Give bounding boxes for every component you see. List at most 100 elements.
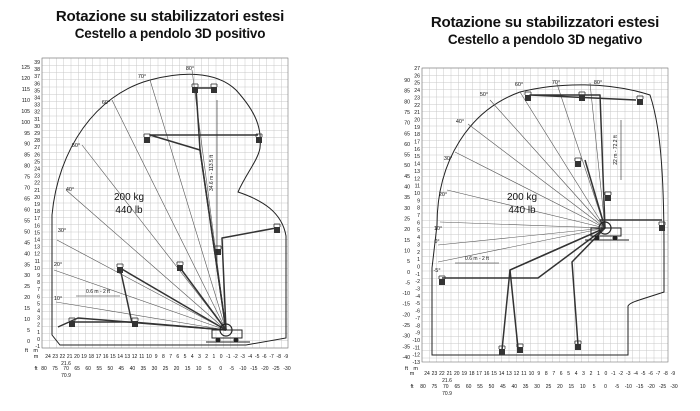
left-y-m-tick-label: 31 <box>34 117 40 123</box>
right-y-m-tick-label: 27 <box>414 66 420 72</box>
left-y-ft-tick-label: 90 <box>24 142 30 148</box>
right-angle-ray <box>437 227 606 246</box>
left-x-m-tick-label: 0 <box>220 354 223 360</box>
left-x-ft-tick-label: 25 <box>163 366 169 372</box>
left-x-ft-tick-label: 65 <box>74 366 80 372</box>
right-x-m-tick-label: 24 <box>424 371 430 377</box>
left-x-ft-tick-label: -10 <box>239 366 246 372</box>
right-x-ft-tick-label: 40 <box>511 384 517 390</box>
right-basket-icon <box>636 95 644 105</box>
left-y-m-tick-label: 39 <box>34 60 40 66</box>
left-x-m-tick-label: 14 <box>117 354 123 360</box>
right-basket-icon <box>438 275 446 285</box>
right-x-m-tick-label: 20 <box>454 371 460 377</box>
left-x-ft-tick-label: 60 <box>85 366 91 372</box>
left-x-ft-unit: ft <box>34 366 38 372</box>
right-boom-arm <box>599 219 662 229</box>
right-x-m-tick-label: 12 <box>514 371 520 377</box>
left-wheel <box>233 337 239 343</box>
right-angle-label: 30° <box>444 156 452 162</box>
left-y-ft-tick-label: 50 <box>24 229 30 235</box>
right-y-m-tick-label: 26 <box>414 73 420 79</box>
right-y-m-tick-label: 18 <box>414 132 420 138</box>
left-basket-body <box>215 249 221 255</box>
right-y-m-tick-label: -11 <box>413 345 420 351</box>
left-angle-label: 30° <box>58 228 66 234</box>
right-x-ft-tick-label: 25 <box>546 384 552 390</box>
right-x-m-tick-label: 13 <box>506 371 512 377</box>
left-x-m-tick-label: 17 <box>96 354 102 360</box>
right-x-m-tick-label: 11 <box>521 371 526 377</box>
left-y-m-tick-label: 7 <box>37 287 40 293</box>
left-x-ft-tick-label: 0 <box>219 366 222 372</box>
left-y-m-tick-label: 17 <box>34 216 40 222</box>
left-y-m-tick-label: 33 <box>34 103 40 109</box>
left-y-ft-tick-label: 125 <box>21 65 30 71</box>
right-y-m-tick-label: 15 <box>414 154 420 160</box>
left-y-m-tick-label: 24 <box>34 167 40 173</box>
right-x-m-tick-label: -7 <box>656 371 661 377</box>
left-basket-body <box>144 137 150 143</box>
right-boom-arm <box>571 227 606 346</box>
right-basket-icon <box>658 221 666 231</box>
right-x-ft-tick-label: 0 <box>604 384 607 390</box>
right-y-ft-tick-label: -30 <box>403 334 411 340</box>
right-x-ft-tick-label: -10 <box>625 384 632 390</box>
left-y-ft-tick-label: 5 <box>27 328 30 334</box>
right-x-ft-tick-label: 75 <box>432 384 438 390</box>
right-x-ft-tick-label: -5 <box>615 384 620 390</box>
right-y-m-tick-label: -2 <box>415 279 420 285</box>
right-y-m-tick-label: 9 <box>417 198 420 204</box>
right-vehicle-icon <box>585 221 629 241</box>
left-x-m-tick-label: 23 <box>52 354 58 360</box>
right-y-m-tick-label: -3 <box>415 287 420 293</box>
right-boom-arm <box>442 227 606 279</box>
left-y-m-tick-label: 15 <box>34 230 40 236</box>
right-y-ft-unit: ft <box>405 366 409 372</box>
right-angle-label: 50° <box>480 92 488 98</box>
left-basket-icon <box>143 133 151 143</box>
right-x-ft-tick-label: 10 <box>580 384 586 390</box>
right-y-m-tick-label: 2 <box>417 250 420 256</box>
right-x-ft-tick-label: 5 <box>593 384 596 390</box>
right-y-m-tick-label: -12 <box>413 353 421 359</box>
right-boom-arm <box>501 227 606 351</box>
right-y-m-tick-label: 1 <box>417 257 420 263</box>
right-x-m-tick-label: -3 <box>626 371 631 377</box>
right-y-m-tick-label: 10 <box>414 191 420 197</box>
left-y-ft-tick-label: 55 <box>24 218 30 224</box>
right-chart-subtitle: Cestello a pendolo 3D negativo <box>447 32 643 47</box>
left-x-ft-tick-label: 5 <box>208 366 211 372</box>
right-x-m-tick-label: 8 <box>545 371 548 377</box>
right-y-m-tick-label: 14 <box>414 162 420 168</box>
left-y-ft-tick-label: 95 <box>24 131 30 137</box>
left-x-m-tick-label: 22 <box>60 354 66 360</box>
left-x-ft-tick-label: 70 <box>63 366 69 372</box>
right-x-ft-tick-label: -25 <box>659 384 666 390</box>
right-basket-body <box>517 347 523 353</box>
right-offset-label: 0.6 m - 2 ft <box>465 256 490 262</box>
right-basket-body <box>525 95 531 101</box>
right-wheel <box>594 235 600 241</box>
left-x-m-tick-label: 1 <box>212 354 215 360</box>
right-x-m-tick-label: -1 <box>611 371 616 377</box>
left-y-ft-tick-label: 115 <box>22 87 30 93</box>
left-y-ft-unit: ft <box>25 348 29 354</box>
left-angle-ray <box>111 99 227 331</box>
left-x-m-tick-label: -4 <box>248 354 253 360</box>
left-basket-icon <box>68 317 76 327</box>
right-basket-icon <box>604 191 612 201</box>
left-x-ft-tick-label: 15 <box>185 366 191 372</box>
right-y-ft-tick-label: 20 <box>404 227 410 233</box>
right-y-m-tick-label: 22 <box>414 103 420 109</box>
left-angle-ray <box>81 144 227 331</box>
left-basket-body <box>256 137 262 143</box>
right-angle-ray <box>446 189 606 229</box>
right-x-ft-tick-label: -30 <box>670 384 677 390</box>
right-x-m-tick-label: 5 <box>567 371 570 377</box>
left-y-ft-tick-label: 85 <box>24 153 30 159</box>
right-working-envelope <box>431 84 665 356</box>
right-x-m-tick-label: 7 <box>552 371 555 377</box>
right-angle-ray <box>439 221 606 229</box>
left-y-m-tick-label: 38 <box>34 67 40 73</box>
